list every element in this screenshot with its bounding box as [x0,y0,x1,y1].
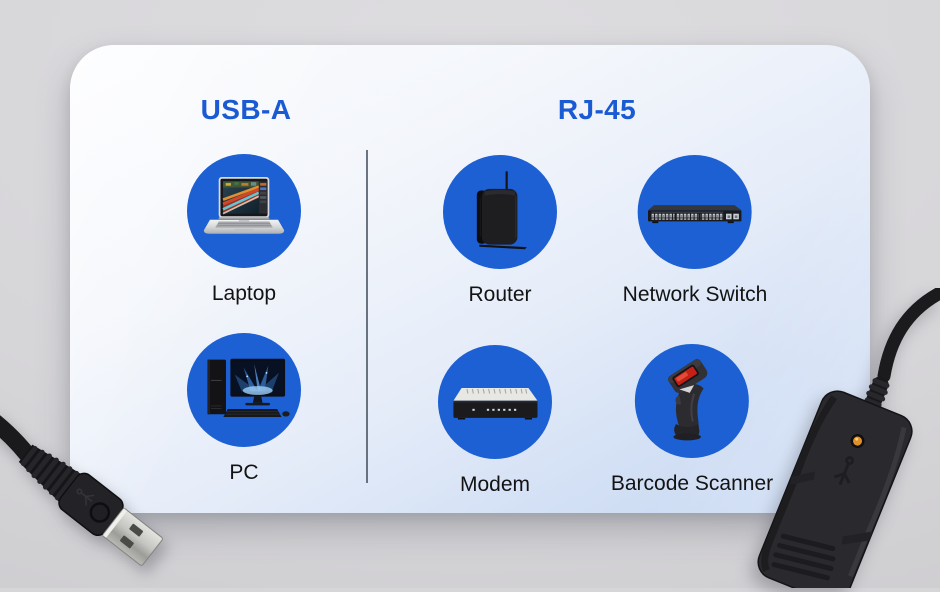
laptop-photo-icon [187,154,301,268]
barcode-scanner-illustration [667,358,707,440]
rj45-section-title: RJ-45 [557,94,637,125]
section-divider [366,150,368,483]
usb-a-section-title: USB-A [200,94,292,125]
device-modem: Modem [438,345,552,497]
device-router: Router [443,155,557,307]
network-switch-icon [637,155,752,269]
rj45-adapter-icon [757,288,940,588]
device-label-network-switch: Network Switch [622,283,768,306]
device-label-barcode-scanner: Barcode Scanner [610,472,774,495]
desktop-pc-icon [187,333,301,447]
device-label-router: Router [468,283,532,306]
compatibility-card: USB-A RJ-45 [70,45,870,513]
network-switch-illustration [647,205,742,224]
modem-icon [438,345,552,459]
modem-illustration [453,387,538,419]
device-label-laptop: Laptop [211,282,277,305]
router-icon [443,155,557,269]
usb-a-plug-icon [0,392,163,566]
device-pc: PC [187,333,301,485]
device-label-modem: Modem [459,473,531,496]
device-label-pc: PC [229,461,259,484]
router-illustration [476,170,527,249]
device-laptop: Laptop [187,154,301,306]
pc-illustration [206,358,290,417]
barcode-scanner-icon [635,344,749,458]
device-barcode-scanner: Barcode Scanner [611,344,773,496]
laptop-illustration [203,176,285,234]
device-network-switch: Network Switch [622,155,768,307]
